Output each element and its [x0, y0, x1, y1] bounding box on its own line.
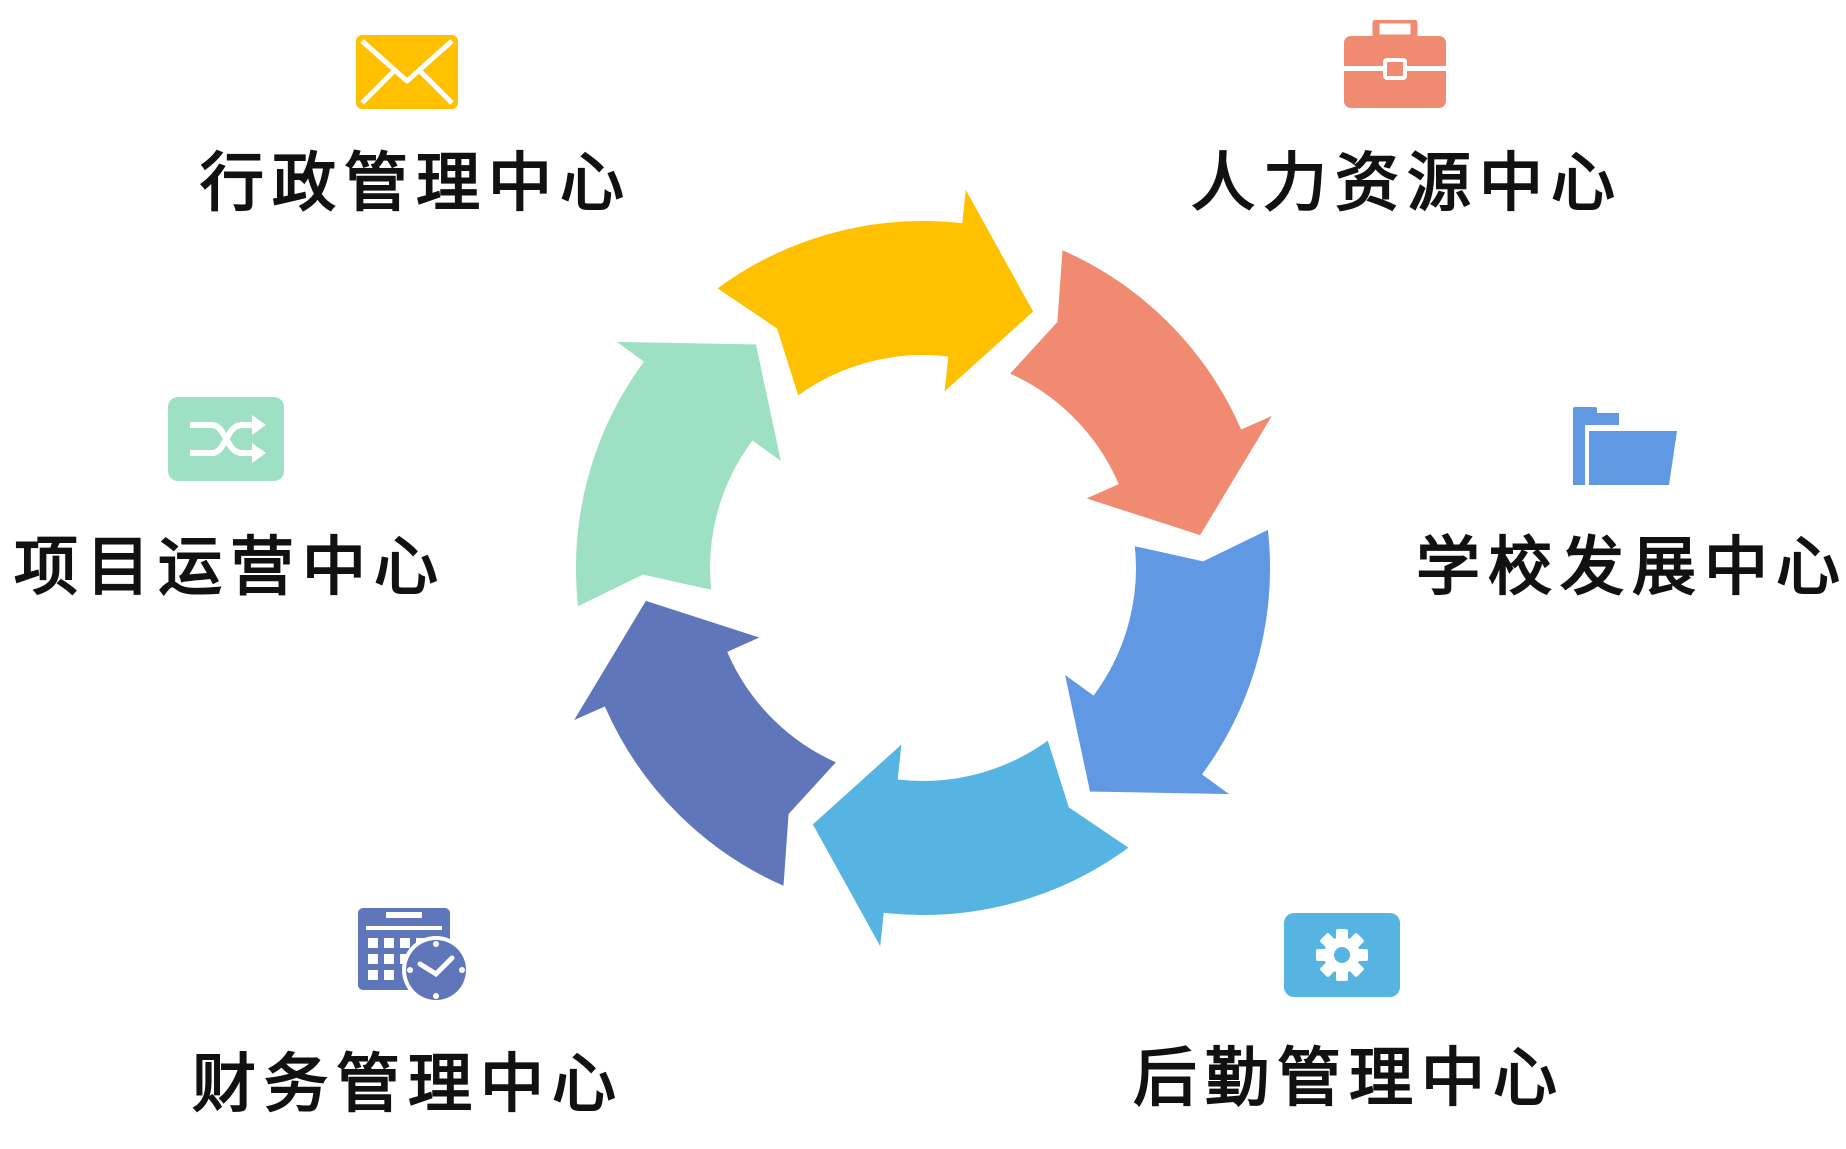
label-admin-center: 行政管理中心 [200, 147, 632, 221]
label-project-ops-center: 项目运营中心 [14, 531, 446, 605]
cycle-arrow-segment [805, 729, 1139, 966]
folder-icon [1573, 407, 1677, 485]
cycle-arrow-segment [559, 593, 846, 895]
label-hr-center: 人力资源中心 [1191, 147, 1623, 221]
cycle-arrow-segment [707, 170, 1041, 407]
shuffle-icon [168, 397, 284, 481]
cycle-arrow-segment [1000, 241, 1287, 543]
briefcase-icon [1344, 20, 1446, 108]
label-finance-center: 财务管理中心 [192, 1048, 624, 1122]
envelope-icon [356, 35, 458, 109]
calendar-clock-icon [358, 908, 470, 1004]
label-school-dev-center: 学校发展中心 [1416, 531, 1846, 605]
cycle-arrow-segment [1055, 520, 1276, 801]
gear-icon [1284, 913, 1400, 997]
cycle-arrow-segment [570, 335, 791, 616]
label-logistics-center: 后勤管理中心 [1133, 1042, 1565, 1116]
